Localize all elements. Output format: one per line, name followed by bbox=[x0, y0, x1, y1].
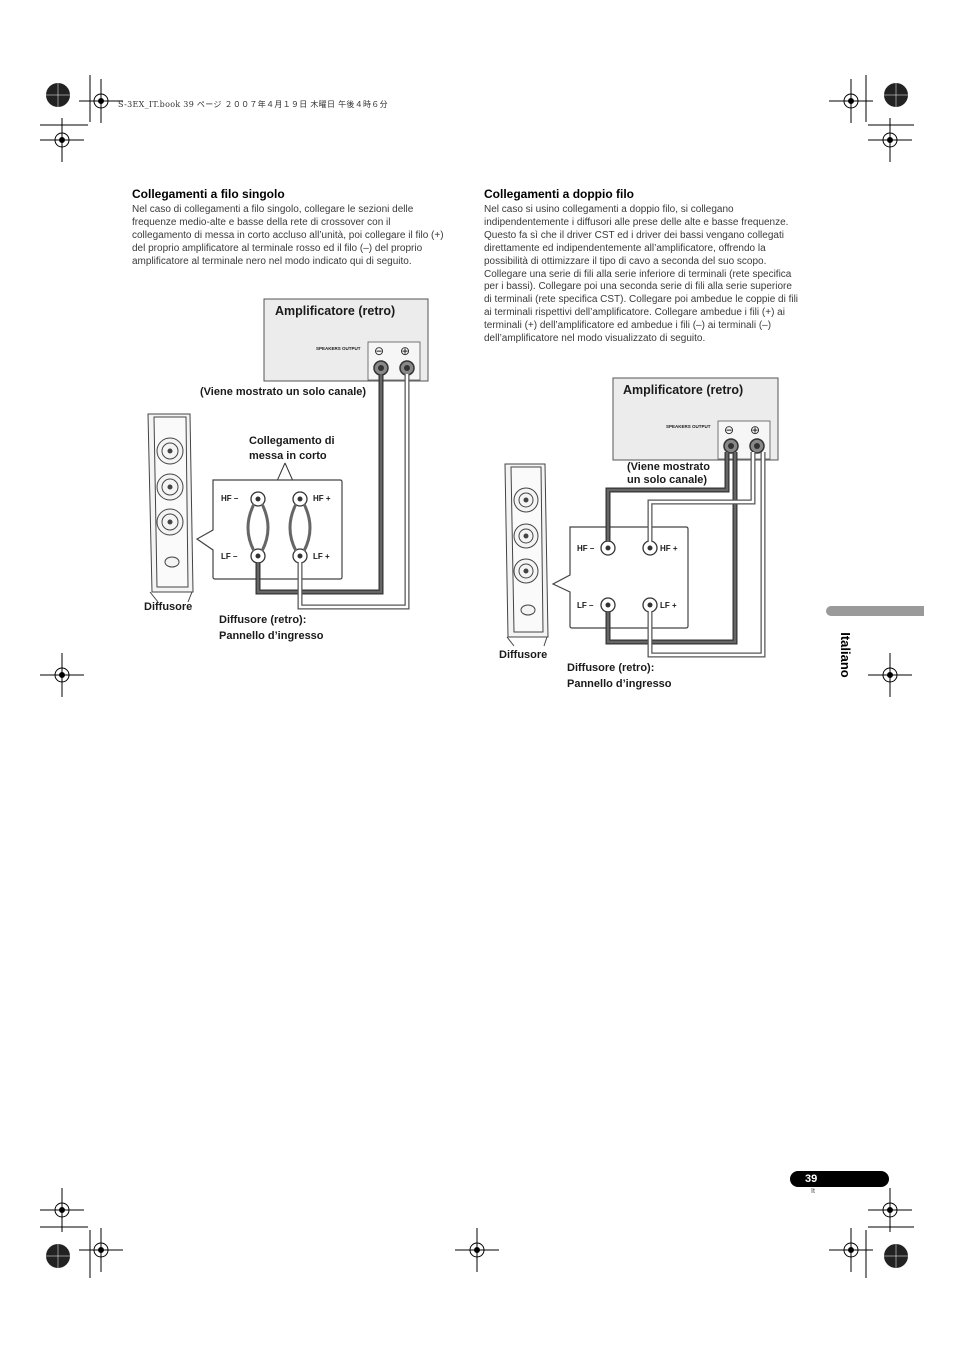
minus-symbol: ⊖ bbox=[374, 344, 384, 358]
lf-minus-label: LF – bbox=[577, 601, 594, 610]
input-panel bbox=[551, 526, 689, 629]
speaker-tower bbox=[504, 463, 549, 647]
language-tab-label: Italiano bbox=[838, 632, 853, 678]
lf-plus-label: LF + bbox=[660, 601, 677, 610]
plus-symbol: ⊕ bbox=[750, 423, 760, 437]
plus-symbol: ⊕ bbox=[400, 344, 410, 358]
panel-label-1: Diffusore (retro): bbox=[567, 662, 654, 674]
channel-note-1: (Viene mostrato bbox=[627, 461, 710, 473]
speaker-label: Diffusore bbox=[144, 601, 192, 613]
hf-plus-label: HF + bbox=[313, 494, 331, 503]
speaker-tower bbox=[147, 413, 194, 603]
single-wire-diagram: Amplificatore (retro) SPEAKERS OUTPUT ⊖ … bbox=[144, 298, 429, 642]
short-link-label-1: Collegamento di bbox=[249, 435, 335, 447]
page-number-badge: 39 bbox=[790, 1171, 889, 1187]
hf-minus-label: HF – bbox=[221, 494, 239, 503]
amp-label: Amplificatore (retro) bbox=[275, 304, 395, 318]
lf-minus-label: LF – bbox=[221, 552, 238, 561]
section-title-single-wire: Collegamenti a filo singolo bbox=[132, 187, 285, 201]
panel-label-1: Diffusore (retro): bbox=[219, 614, 306, 626]
panel-label-2: Pannello d’ingresso bbox=[567, 678, 672, 690]
bi-wire-diagram: Amplificatore (retro) SPEAKERS OUTPUT ⊖ … bbox=[499, 377, 779, 690]
speakers-output-label: SPEAKERS OUTPUT bbox=[316, 346, 361, 351]
speaker-label: Diffusore bbox=[499, 649, 547, 661]
speakers-output-label: SPEAKERS OUTPUT bbox=[666, 424, 711, 429]
short-link-label-2: messa in corto bbox=[249, 450, 327, 462]
channel-note-2: un solo canale) bbox=[627, 474, 707, 486]
channel-note: (Viene mostrato un solo canale) bbox=[200, 386, 366, 398]
hf-minus-label: HF – bbox=[577, 544, 595, 553]
section-title-bi-wire: Collegamenti a doppio filo bbox=[484, 187, 634, 201]
page-number: 39 bbox=[805, 1173, 818, 1185]
amplifier-panel bbox=[612, 377, 779, 461]
section-body-bi-wire: Nel caso si usino collegamenti a doppio … bbox=[484, 204, 799, 345]
print-info-line: S-3EX_IT.book 39 ページ ２００７年４月１９日 木曜日 午後４時… bbox=[118, 100, 388, 109]
section-body-single-wire: Nel caso di collegamenti a filo singolo,… bbox=[132, 204, 444, 267]
hf-plus-label: HF + bbox=[660, 544, 678, 553]
language-tab-bar bbox=[826, 606, 924, 616]
minus-symbol: ⊖ bbox=[724, 423, 734, 437]
language-code: It bbox=[811, 1188, 815, 1195]
lf-plus-label: LF + bbox=[313, 552, 330, 561]
panel-label-2: Pannello d’ingresso bbox=[219, 630, 324, 642]
amp-label: Amplificatore (retro) bbox=[623, 383, 743, 397]
